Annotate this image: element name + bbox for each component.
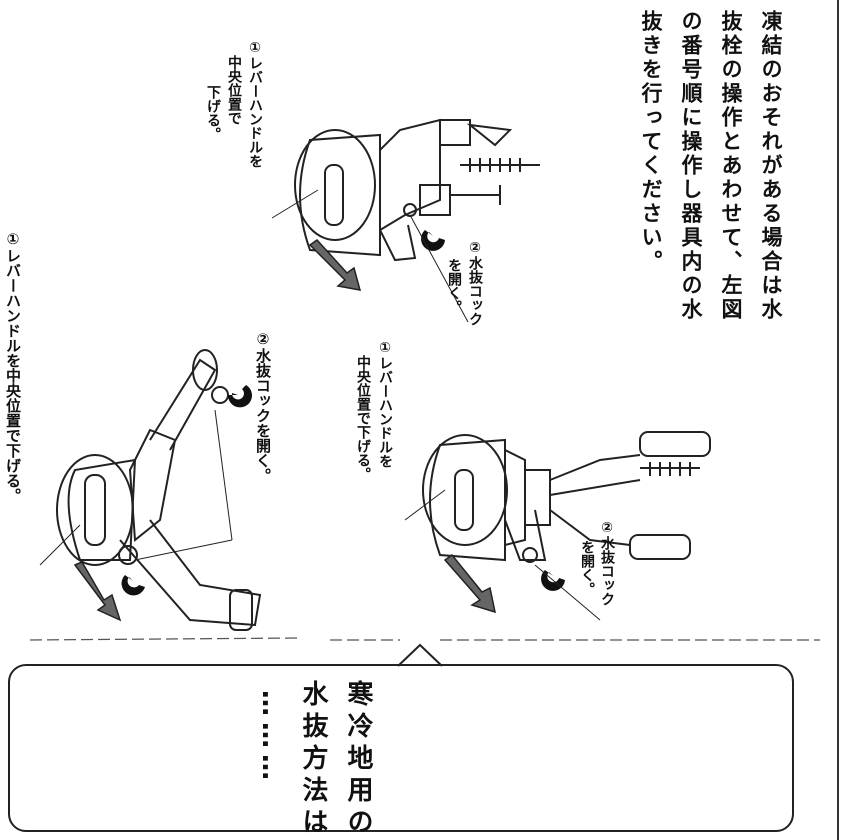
arrow-icon [308,239,362,291]
instruction-line-4: 抜きを行ってください。 [639,10,663,274]
instruction-line-3: の番号順に操作し器具内の水 [679,10,703,322]
rotate-icon [421,230,445,251]
fig3-label-cock-2: を開く。 [446,258,462,314]
rotate-icon [121,385,252,596]
fig2-label-cock-2: を開く。 [579,540,595,596]
fig3-label-lever-1: ①レバーハンドルを [247,40,263,168]
faucet-figure-3 [294,118,540,262]
instruction-line-1: 凍結のおそれがある場合は水 [759,10,783,322]
header-step-label: ①レバーハンドルを中央位置で下げる。 [4,230,22,503]
callout-line-3: ……… [256,690,286,786]
callout-pointer [397,643,443,667]
callout-box [8,664,794,832]
fig2-label-lever-2: 中央位置で下げる。 [355,355,371,481]
faucet-figure-2 [422,431,711,563]
fig1-label-cock: ②水抜コックを開く。 [254,330,272,483]
fig2-label-lever-1: ①レバーハンドルを [377,340,393,468]
fig2-label-cock-1: ②水抜コック [599,520,615,606]
callout-line-2: 水抜方法は [298,680,328,840]
fig3-label-lever-2: 中央位置で [226,55,242,125]
fig3-label-lever-3: 下げる。 [205,85,221,141]
fig3-label-cock-1: ②水抜コック [467,240,483,326]
arrow-icon [443,553,496,614]
faucet-figure-1 [56,349,262,631]
callout-line-1: 寒冷地用の [343,680,373,840]
instruction-line-2: 抜栓の操作とあわせて、左図 [719,10,743,322]
separator-line [29,637,820,641]
arrow-icon [73,561,122,622]
